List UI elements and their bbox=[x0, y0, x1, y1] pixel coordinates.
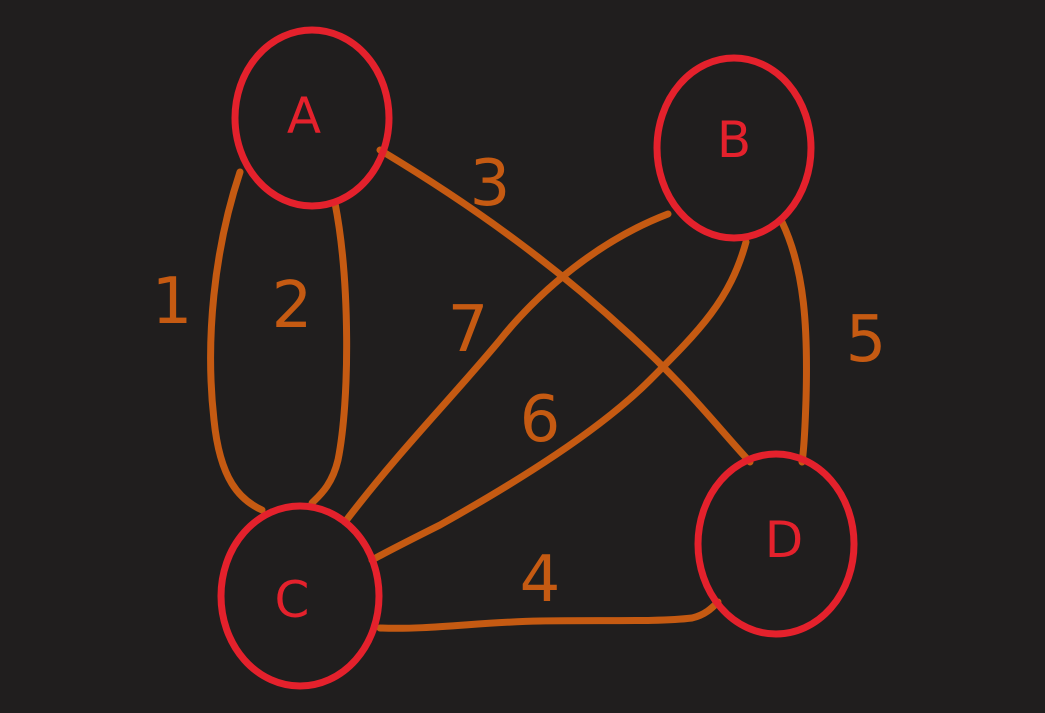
node-c-label: C bbox=[275, 571, 310, 629]
node-b: B bbox=[653, 54, 815, 242]
edge-a-c-weight-2 bbox=[308, 199, 351, 507]
node-c-circle bbox=[217, 502, 383, 690]
node-d-label: D bbox=[765, 511, 804, 569]
node-a: A bbox=[231, 26, 393, 210]
edge-b-d-weight-5 bbox=[778, 218, 811, 466]
edge-a-c-weight-1 bbox=[207, 168, 266, 514]
node-d-circle bbox=[694, 450, 858, 638]
node-a-circle bbox=[231, 26, 393, 210]
edge-b-c-weight-6 bbox=[368, 238, 750, 564]
edge-weight-label-6: 6 bbox=[520, 383, 561, 457]
edge-weight-label-1: 1 bbox=[152, 265, 193, 339]
edge-weight-label-2: 2 bbox=[272, 269, 313, 343]
edge-b-c-weight-7 bbox=[341, 210, 672, 526]
edge-weight-label-7: 7 bbox=[448, 293, 489, 367]
edge-weight-label-5: 5 bbox=[846, 303, 887, 377]
node-d: D bbox=[694, 450, 858, 638]
edge-a-d-weight-3 bbox=[376, 146, 754, 466]
node-c: C bbox=[217, 502, 383, 690]
edge-weight-label-3: 3 bbox=[470, 147, 511, 221]
edge-c-d-weight-4 bbox=[376, 598, 722, 632]
node-a-label: A bbox=[287, 87, 321, 145]
edge-weight-label-4: 4 bbox=[520, 543, 561, 617]
node-b-label: B bbox=[717, 111, 751, 169]
node-b-circle bbox=[653, 54, 815, 242]
